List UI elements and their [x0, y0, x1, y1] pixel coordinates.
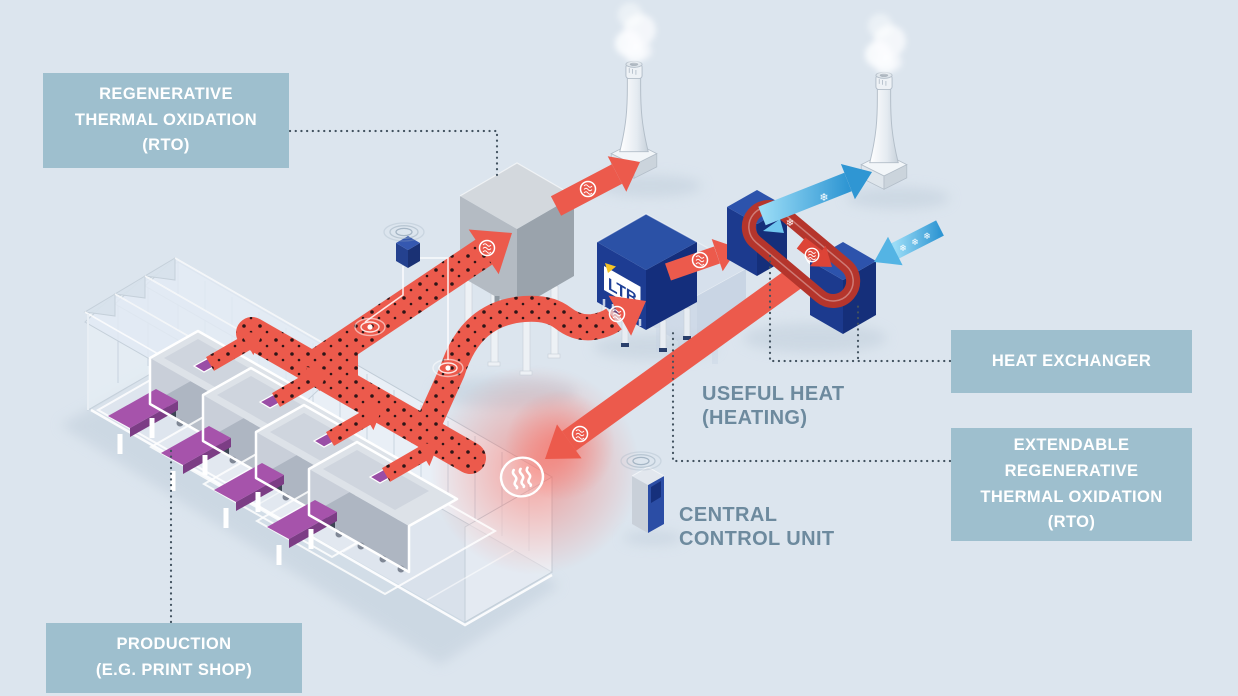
clean-air-arrow: ❄ [758, 164, 872, 226]
label-line: (RTO) [1047, 513, 1096, 532]
label-line: PRODUCTION [116, 635, 232, 654]
exhaust-duct-network [192, 156, 803, 484]
annotation-line: CENTRAL [679, 504, 778, 526]
heating-zone-icon [499, 456, 545, 498]
sensor-unit [364, 222, 449, 360]
label-rto: REGENERATIVE THERMAL OXIDATION (RTO) [43, 73, 289, 168]
snowflake-icon: ❄ [819, 192, 828, 204]
annotation-central-control-unit: CENTRAL CONTROL UNIT [679, 504, 835, 551]
chimney-left [611, 3, 657, 179]
annotation-line: CONTROL UNIT [679, 527, 835, 550]
snowflake-icon: ❄ [911, 237, 919, 247]
label-line: THERMAL OXIDATION [980, 487, 1163, 506]
leader-lines [169, 129, 952, 624]
ltb-to-hx-arrow [665, 246, 720, 281]
label-line: EXTENDABLE [1013, 436, 1130, 455]
machine-exhaust-arrows [192, 330, 438, 484]
ltb-logo-spark-icon [605, 263, 616, 273]
loop-cold-arrowhead [763, 219, 784, 233]
label-heat-exchanger: HEAT EXCHANGER [951, 330, 1192, 393]
snowflake-icon: ❄ [786, 218, 794, 229]
useful-heat-return-duct [561, 268, 803, 451]
annotation-line: (HEATING) [702, 406, 808, 429]
snowflake-icon: ❄ [923, 231, 931, 241]
central-control-unit [620, 451, 665, 533]
label-line: HEAT EXCHANGER [991, 351, 1152, 370]
snowflake-icon: ❄ [899, 243, 907, 253]
label-line: (RTO) [142, 136, 190, 155]
label-production: PRODUCTION (E.G. PRINT SHOP) [46, 623, 302, 693]
label-line: THERMAL OXIDATION [74, 110, 258, 129]
label-line: REGENERATIVE [99, 85, 233, 104]
annotation-line: USEFUL HEAT [702, 383, 845, 405]
cold-air-intake-arrow: ❄ ❄ ❄ [874, 220, 944, 266]
label-line: REGENERATIVE [1004, 461, 1139, 480]
heat-exchanger: ❄ ❄ ❄ ❄ ❄ [727, 164, 944, 334]
label-extendable-rto: EXTENDABLE REGENERATIVE THERMAL OXIDATIO… [951, 428, 1192, 541]
label-line: (E.G. PRINT SHOP) [95, 661, 253, 679]
chimney-right [861, 14, 907, 190]
annotation-useful-heat: USEFUL HEAT (HEATING) [702, 383, 845, 430]
heat-exchanger-loop [741, 200, 861, 308]
